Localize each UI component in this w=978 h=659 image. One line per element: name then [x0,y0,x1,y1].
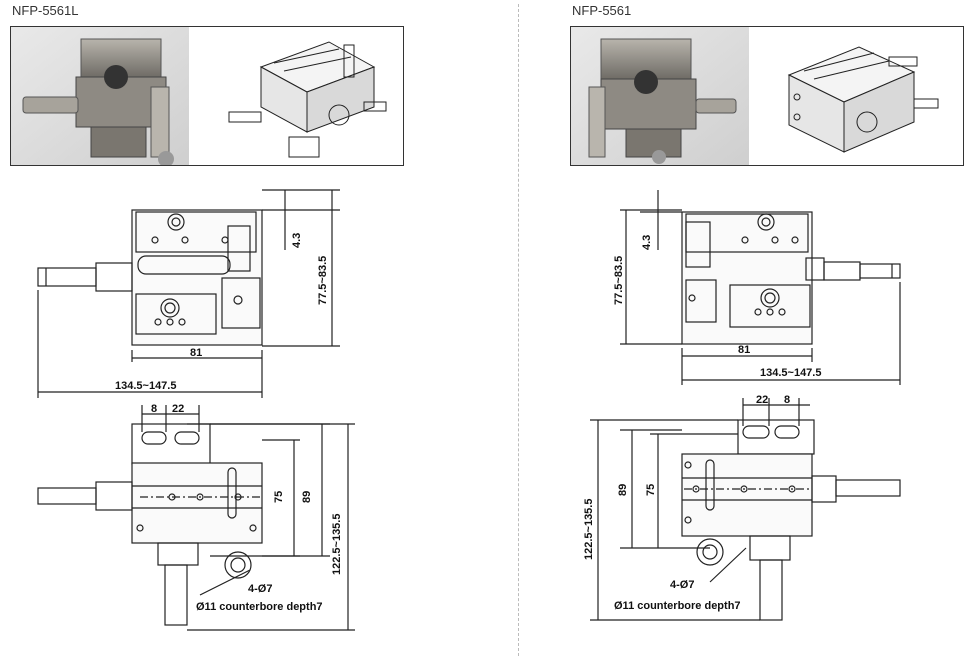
note-counterbore: Ø11 counterbore depth7 [614,600,741,612]
technical-drawing: 81 134.5~147.5 4.3 77.5~83.5 [37,189,355,631]
dim-front-height: 77.5~83.5 [317,256,329,305]
top-view [590,398,901,621]
product-nfp-5561l: NFP-5561L [10,0,450,659]
dim-hole-pitch: 75 [645,484,657,496]
product-line-drawing [228,41,387,158]
product-photo [11,27,189,165]
section-divider [518,4,519,656]
dim-body-depth: 89 [617,484,629,496]
dim-total-depth: 122.5~135.5 [583,499,595,560]
dim-front-offset: 4.3 [641,235,653,250]
product-photo-strip [570,26,964,166]
product-photo-strip [10,26,404,166]
dim-total-depth: 122.5~135.5 [331,514,343,575]
dim-slot-width: 8 [784,394,790,406]
note-counterbore: Ø11 counterbore depth7 [196,601,323,613]
dim-slot-pitch: 22 [756,394,768,406]
front-view [620,190,901,385]
product-line-drawing [787,46,939,153]
model-title: NFP-5561 [572,3,632,18]
model-title: NFP-5561L [12,3,79,18]
dim-body-depth: 89 [301,491,313,503]
front-view [37,189,340,398]
dim-front-width: 81 [738,344,750,356]
note-holes: 4-Ø7 [248,583,272,595]
technical-drawing: 81 134.5~147.5 4.3 77.5~83.5 [583,190,901,621]
dim-front-total-width: 134.5~147.5 [115,380,176,392]
dim-slot-width: 8 [151,403,157,415]
top-view [37,405,355,631]
dim-front-total-width: 134.5~147.5 [760,367,821,379]
dim-hole-pitch: 75 [273,491,285,503]
product-nfp-5561: NFP-5561 [570,0,970,659]
dim-front-height: 77.5~83.5 [613,256,625,305]
note-holes: 4-Ø7 [670,579,694,591]
product-photo [571,27,749,165]
dim-front-offset: 4.3 [291,233,303,248]
dim-front-width: 81 [190,347,202,359]
dim-slot-pitch: 22 [172,403,184,415]
